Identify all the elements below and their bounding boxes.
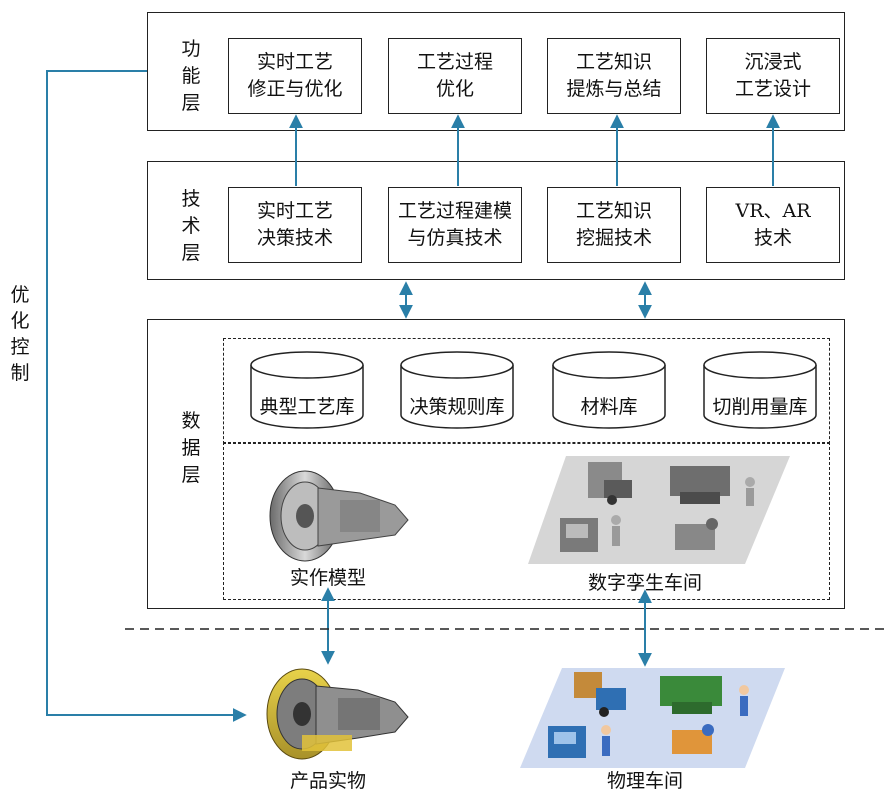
box-text: VR、AR: [735, 200, 811, 222]
function-layer-label-char: 能: [181, 65, 201, 87]
function-layer-label-char: 功: [181, 38, 201, 60]
box-text: 修正与优化: [247, 78, 343, 100]
box-text: 工艺过程: [416, 51, 493, 73]
optimization-control-label-char: 优: [10, 284, 30, 306]
database-cylinder-materials: [552, 351, 666, 429]
box-text: 实时工艺: [256, 51, 333, 73]
technology-layer-label: 技 术 层: [180, 186, 202, 267]
knowledge-mining-box: 工艺知识 挖掘技术: [547, 187, 681, 263]
function-layer-label: 功 能 层: [180, 36, 202, 117]
knowledge-refinement-box: 工艺知识 提炼与总结: [547, 38, 681, 114]
database-cylinder-typical-process: [250, 351, 364, 429]
process-optimization-box: 工艺过程 优化: [388, 38, 522, 114]
optimization-control-loop: [46, 70, 247, 722]
technology-layer-label-char: 术: [181, 215, 201, 237]
physical-workshop-caption: 物理车间: [606, 770, 683, 792]
function-layer-label-char: 层: [181, 92, 201, 114]
box-text: 工艺知识: [575, 200, 652, 222]
physical-product-caption: 产品实物: [289, 770, 366, 792]
digital-twin-workshop-image: [528, 456, 790, 564]
database-cylinder-cutting-params: [703, 351, 817, 429]
data-layer-label-char: 数: [181, 410, 201, 432]
data-layer-label-char: 据: [181, 437, 201, 459]
box-text: 工艺过程建模: [397, 200, 512, 222]
optimization-control-label-char: 制: [10, 362, 30, 384]
database-label: 切削用量库: [712, 396, 808, 418]
box-text: 工艺设计: [734, 78, 811, 100]
box-text: 技术: [753, 227, 792, 249]
box-text: 挖掘技术: [575, 227, 652, 249]
optimization-control-label-char: 控: [10, 336, 30, 358]
box-text: 提炼与总结: [566, 78, 662, 100]
box-text: 决策技术: [256, 227, 333, 249]
physical-product-engine-image: [266, 668, 409, 760]
virtual-model-caption: 实作模型: [289, 567, 366, 589]
physical-workshop-image: [520, 668, 785, 768]
box-text: 与仿真技术: [407, 227, 503, 249]
database-label: 决策规则库: [409, 396, 505, 418]
optimization-control-label: 优 化 控 制: [8, 282, 32, 386]
realtime-process-correction-box: 实时工艺 修正与优化: [228, 38, 362, 114]
data-layer-label: 数 据 层: [180, 408, 202, 489]
immersive-design-box: 沉浸式 工艺设计: [706, 38, 840, 114]
twin-dashed-region: [223, 442, 830, 600]
realtime-decision-box: 实时工艺 决策技术: [228, 187, 362, 263]
box-text: 实时工艺: [256, 200, 333, 222]
process-modeling-box: 工艺过程建模 与仿真技术: [388, 187, 522, 263]
box-text: 工艺知识: [575, 51, 652, 73]
database-dashed-region: [223, 338, 830, 444]
technology-layer-label-char: 层: [181, 242, 201, 264]
database-label: 材料库: [580, 396, 638, 418]
box-text: 沉浸式: [744, 51, 802, 73]
data-layer-label-char: 层: [181, 464, 201, 486]
optimization-control-label-char: 化: [10, 310, 30, 332]
technology-layer-label-char: 技: [181, 188, 201, 210]
digital-twin-workshop-caption: 数字孪生车间: [587, 572, 702, 594]
database-label: 典型工艺库: [259, 396, 355, 418]
database-cylinder-decision-rules: [400, 351, 514, 429]
vr-ar-box: VR、AR 技术: [706, 187, 840, 263]
box-text: 优化: [435, 78, 474, 100]
virtual-engine-model-image: [269, 470, 409, 562]
